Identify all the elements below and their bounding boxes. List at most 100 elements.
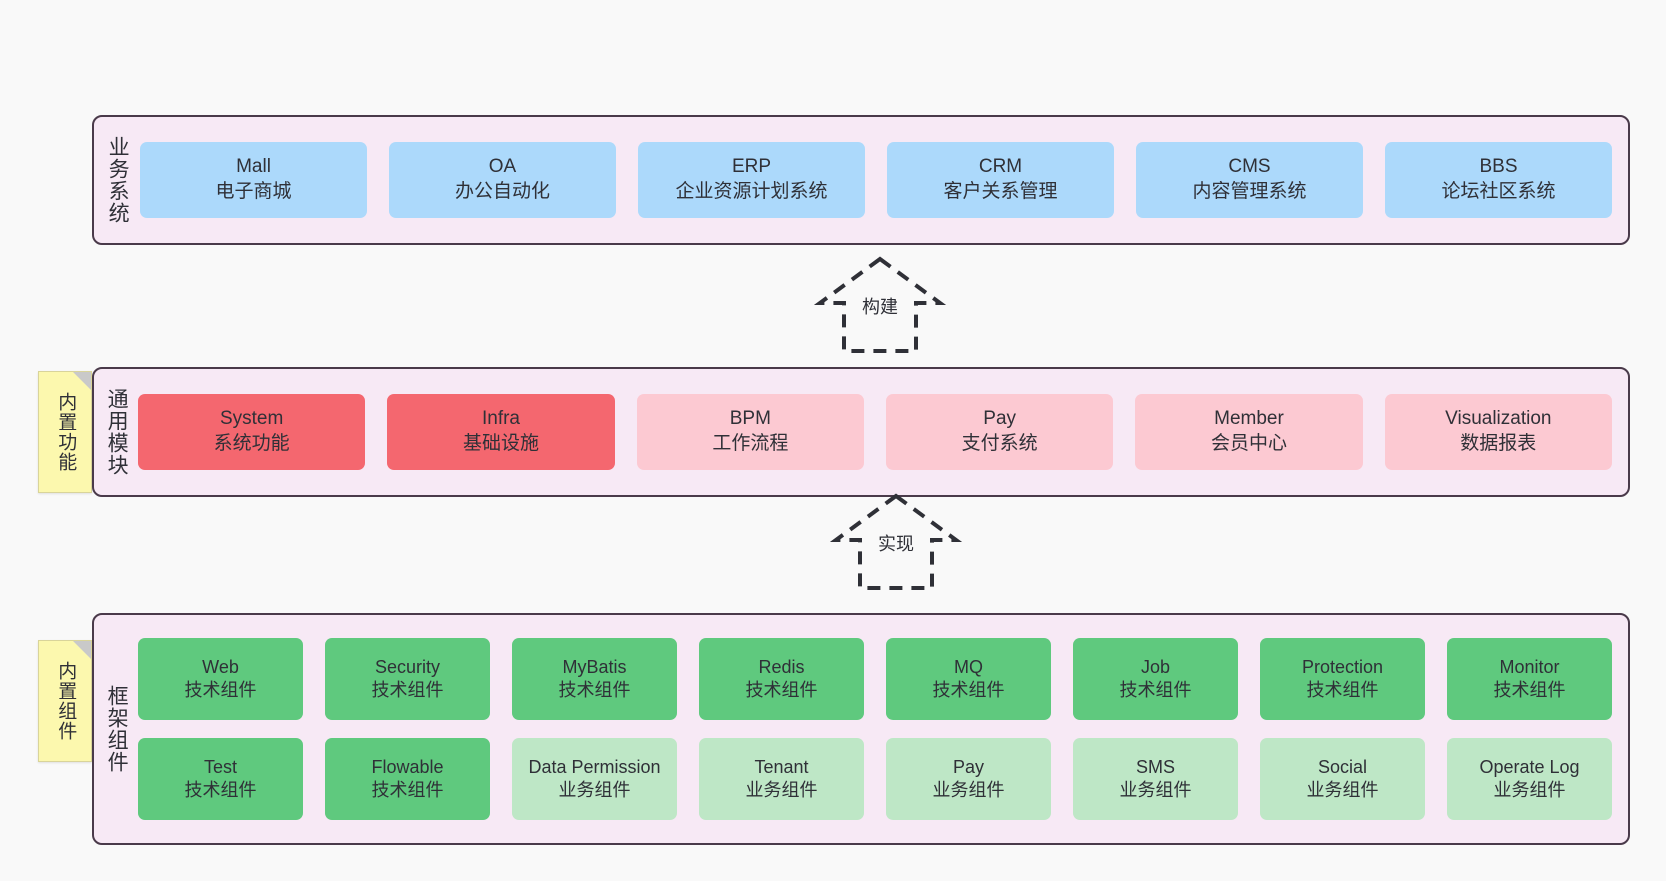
layer-body-business: Mall 电子商城 OA 办公自动化 ERP 企业资源计划系统 CRM 客户关系… — [140, 117, 1628, 243]
note-builtin-features-label: 内置功能 — [55, 392, 77, 472]
layer-body-framework: Web 技术组件 Security 技术组件 MyBatis 技术组件 Redi… — [138, 615, 1628, 843]
node-social-desc: 业务组件 — [1306, 780, 1379, 800]
node-bbs-name: BBS — [1479, 156, 1518, 178]
node-pay-component-name: Pay — [952, 756, 985, 777]
node-data-permission-desc: 业务组件 — [558, 780, 631, 800]
node-flowable-name: Flowable — [371, 756, 444, 777]
note-builtin-components: 内置组件 — [38, 640, 92, 762]
layer-business-systems: 业务系统 Mall 电子商城 OA 办公自动化 ERP 企业资源计划系统 CRM… — [92, 115, 1630, 245]
node-mq-name: MQ — [954, 656, 983, 677]
node-pay-module-name: Pay — [983, 408, 1017, 430]
node-bbs[interactable]: BBS 论坛社区系统 — [1385, 142, 1612, 218]
node-visualization-name: Visualization — [1445, 408, 1552, 430]
framework-row-technical: Web 技术组件 Security 技术组件 MyBatis 技术组件 Redi… — [138, 638, 1612, 720]
node-mq[interactable]: MQ 技术组件 — [886, 638, 1051, 720]
node-protection[interactable]: Protection 技术组件 — [1260, 638, 1425, 720]
node-flowable[interactable]: Flowable 技术组件 — [325, 738, 490, 820]
node-visualization[interactable]: Visualization 数据报表 — [1384, 394, 1612, 470]
node-infra-desc: 基础设施 — [462, 433, 539, 454]
framework-row-business: Test 技术组件 Flowable 技术组件 Data Permission … — [138, 738, 1612, 820]
node-test-name: Test — [203, 756, 237, 777]
node-oa[interactable]: OA 办公自动化 — [389, 142, 616, 218]
node-infra-name: Infra — [481, 408, 520, 430]
node-test[interactable]: Test 技术组件 — [138, 738, 303, 820]
node-cms-name: CMS — [1228, 156, 1271, 178]
node-pay-component-desc: 业务组件 — [932, 780, 1005, 800]
node-operate-log[interactable]: Operate Log 业务组件 — [1447, 738, 1612, 820]
node-monitor[interactable]: Monitor 技术组件 — [1447, 638, 1612, 720]
generalization-arrow-icon — [829, 493, 963, 590]
modules-row: System 系统功能 Infra 基础设施 BPM 工作流程 Pay 支付系统… — [138, 394, 1612, 470]
node-tenant-name: Tenant — [754, 756, 809, 777]
node-erp-desc: 企业资源计划系统 — [675, 181, 828, 202]
node-mybatis[interactable]: MyBatis 技术组件 — [512, 638, 677, 720]
node-flowable-desc: 技术组件 — [371, 780, 444, 800]
node-mybatis-desc: 技术组件 — [558, 680, 631, 700]
node-system-desc: 系统功能 — [213, 433, 290, 454]
business-row: Mall 电子商城 OA 办公自动化 ERP 企业资源计划系统 CRM 客户关系… — [140, 142, 1612, 218]
note-builtin-features: 内置功能 — [38, 371, 92, 493]
node-operate-log-desc: 业务组件 — [1493, 780, 1566, 800]
node-web[interactable]: Web 技术组件 — [138, 638, 303, 720]
node-monitor-name: Monitor — [1499, 656, 1560, 677]
node-job[interactable]: Job 技术组件 — [1073, 638, 1238, 720]
node-erp-name: ERP — [731, 156, 772, 178]
layer-framework-components: 框架组件 Web 技术组件 Security 技术组件 MyBatis 技术组件… — [92, 613, 1630, 845]
node-redis-desc: 技术组件 — [745, 680, 818, 700]
generalization-arrow-icon — [813, 256, 947, 353]
node-sms-name: SMS — [1135, 756, 1175, 777]
node-pay-module-desc: 支付系统 — [961, 433, 1038, 454]
node-protection-name: Protection — [1301, 656, 1384, 677]
connector-implement-label: 实现 — [875, 530, 917, 556]
node-operate-log-name: Operate Log — [1479, 756, 1580, 777]
node-redis[interactable]: Redis 技术组件 — [699, 638, 864, 720]
layer-title-framework: 框架组件 — [105, 685, 129, 773]
node-data-permission[interactable]: Data Permission 业务组件 — [512, 738, 677, 820]
node-pay-module[interactable]: Pay 支付系统 — [885, 394, 1114, 470]
node-tenant[interactable]: Tenant 业务组件 — [699, 738, 864, 820]
node-pay-component[interactable]: Pay 业务组件 — [886, 738, 1051, 820]
node-crm-desc: 客户关系管理 — [943, 181, 1058, 202]
node-mall-name: Mall — [236, 156, 271, 178]
layer-common-modules: 通用模块 System 系统功能 Infra 基础设施 BPM 工作流程 Pay… — [92, 367, 1630, 497]
node-member[interactable]: Member 会员中心 — [1135, 394, 1363, 470]
node-web-desc: 技术组件 — [184, 680, 257, 700]
connector-build-label: 构建 — [859, 293, 901, 319]
node-job-name: Job — [1140, 656, 1171, 677]
node-infra[interactable]: Infra 基础设施 — [387, 394, 615, 470]
node-crm-name: CRM — [978, 156, 1023, 178]
node-visualization-desc: 数据报表 — [1460, 433, 1537, 454]
node-mall-desc: 电子商城 — [215, 181, 292, 202]
node-job-desc: 技术组件 — [1119, 680, 1192, 700]
node-member-name: Member — [1214, 408, 1284, 430]
node-bpm[interactable]: BPM 工作流程 — [636, 394, 864, 470]
node-system-name: System — [219, 408, 284, 430]
node-sms[interactable]: SMS 业务组件 — [1073, 738, 1238, 820]
layer-body-modules: System 系统功能 Infra 基础设施 BPM 工作流程 Pay 支付系统… — [138, 369, 1628, 495]
node-redis-name: Redis — [758, 656, 805, 677]
node-data-permission-name: Data Permission — [528, 756, 661, 777]
node-bpm-name: BPM — [729, 408, 771, 430]
node-erp[interactable]: ERP 企业资源计划系统 — [638, 142, 865, 218]
node-web-name: Web — [202, 656, 239, 677]
node-crm[interactable]: CRM 客户关系管理 — [887, 142, 1114, 218]
node-system[interactable]: System 系统功能 — [138, 394, 366, 470]
node-security-desc: 技术组件 — [371, 680, 444, 700]
node-oa-desc: 办公自动化 — [454, 181, 550, 202]
note-fold-corner-icon — [73, 641, 91, 659]
node-monitor-desc: 技术组件 — [1493, 680, 1566, 700]
node-member-desc: 会员中心 — [1210, 433, 1287, 454]
note-builtin-components-label: 内置组件 — [55, 661, 77, 741]
node-security-name: Security — [374, 656, 441, 677]
node-social-name: Social — [1317, 756, 1368, 777]
node-bpm-desc: 工作流程 — [712, 433, 789, 454]
node-mq-desc: 技术组件 — [932, 680, 1005, 700]
node-security[interactable]: Security 技术组件 — [325, 638, 490, 720]
connector-implement: 实现 — [806, 492, 986, 592]
node-cms[interactable]: CMS 内容管理系统 — [1136, 142, 1363, 218]
node-social[interactable]: Social 业务组件 — [1260, 738, 1425, 820]
node-mall[interactable]: Mall 电子商城 — [140, 142, 367, 218]
node-tenant-desc: 业务组件 — [745, 780, 818, 800]
node-oa-name: OA — [488, 156, 517, 178]
